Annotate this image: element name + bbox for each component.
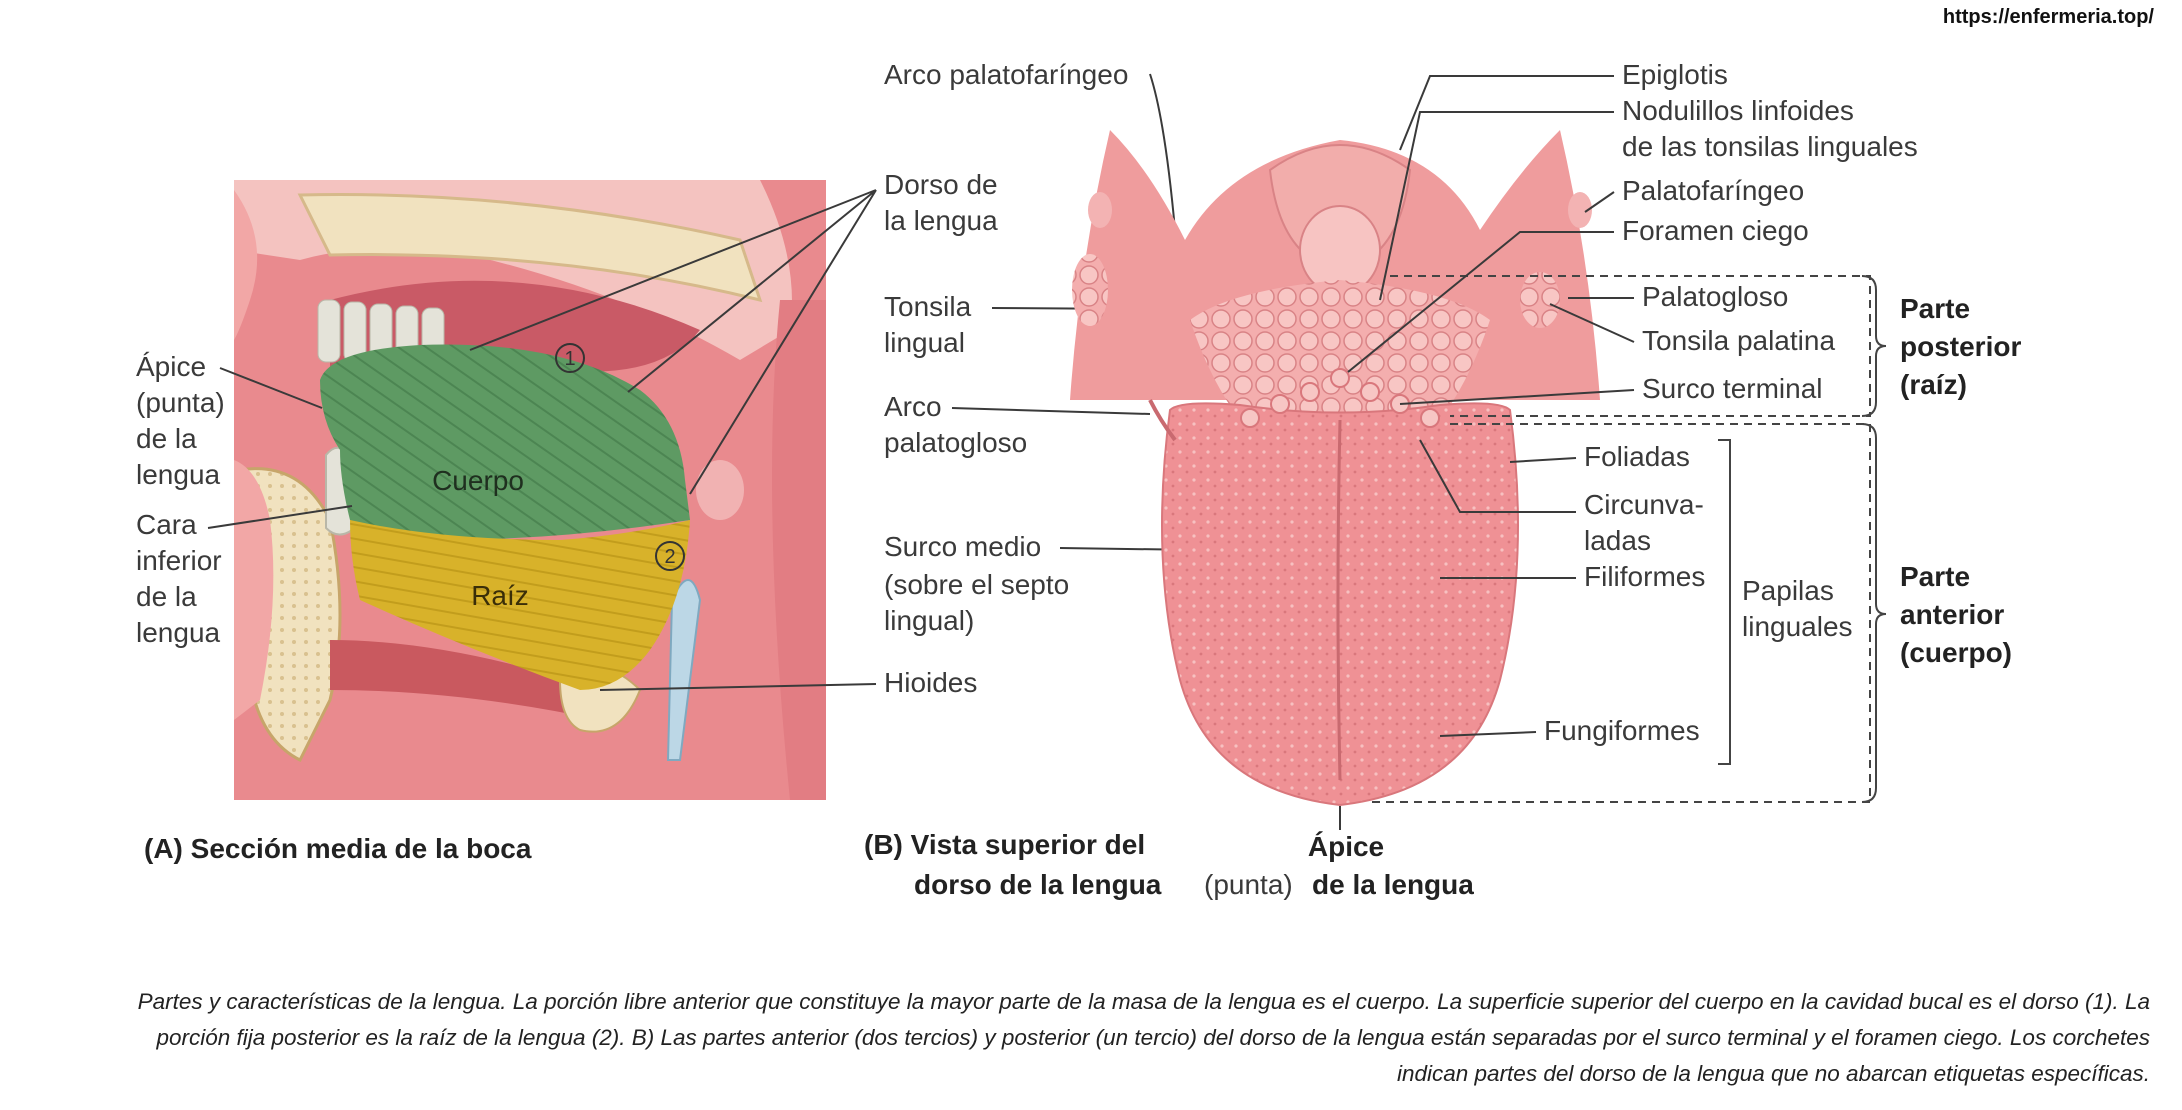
label-cuerpo: Cuerpo [432,465,524,496]
label-foliadas: Foliadas [1584,441,1690,472]
label-cara-1: Cara [136,509,197,540]
posterior-dashed-boundary [1390,275,1871,417]
leader-epiglotis [1399,75,1614,151]
marker-1-text: 1 [564,348,575,370]
label-dorso-2: la lengua [884,205,998,236]
median-sulcus [1336,419,1342,781]
label-palatofaringeo: Palatofaríngeo [1622,175,1804,206]
label-circunvaladas-1: Circunva- [1584,489,1704,520]
leader-foramen-ciego [1347,231,1614,373]
label-papilas-1: Papilas [1742,575,1834,606]
label-cara-4: lengua [136,617,221,648]
leader-palatofaringeo [1584,191,1615,213]
upper-lip [234,190,258,340]
label-surco-medio-1: Surco medio [884,531,1041,562]
label-tonsila-lingual-2: lingual [884,327,965,358]
label-apice-b: Ápice [1308,831,1384,862]
label-apice-3: de la [136,423,197,454]
label-foramen-ciego: Foramen ciego [1622,215,1809,246]
anterior-dashed-boundary [1370,423,1871,803]
tongue-root [350,520,690,690]
marker-2-text: 2 [664,546,675,568]
tongue-body [320,344,690,540]
palatine-tonsil-left [1072,254,1108,326]
label-arco-palatofaringeo: Arco palatofaríngeo [884,59,1128,90]
leader-arco-palatofaringeo [1149,73,1176,231]
lingual-tonsil [1190,280,1490,420]
figure-caption: Partes y características de la lengua. L… [137,989,2150,1086]
tongue-anatomy-figure: 1 2 Cuerpo Raíz Ápice (punta) de la leng… [136,59,2021,900]
label-posterior-2: posterior [1900,331,2021,362]
label-punta-b: (punta) [1204,869,1293,900]
label-apice-1: Ápice [136,351,206,382]
leader-dorso [469,189,877,495]
label-cara-3: de la [136,581,197,612]
label-surco-medio-3: lingual) [884,605,974,636]
panel-b-title-1: (B) Vista superior del [864,829,1145,860]
leader-surco-terminal [1399,389,1635,405]
geniohyoid-muscle [330,640,600,720]
anterior-brace [1861,423,1887,803]
leader-fungiformes [1439,731,1537,737]
label-anterior-1: Parte [1900,561,1970,592]
leader-cara [207,505,353,529]
leader-hioides [599,683,877,691]
leader-nodulillos [1379,111,1614,301]
label-posterior-1: Parte [1900,293,1970,324]
label-papilas-2: linguales [1742,611,1853,642]
label-filiformes: Filiformes [1584,561,1705,592]
label-de-la-lengua-b: de la lengua [1312,869,1474,900]
palatoglossal-arch [1148,399,1177,442]
panel-b-illustration [1070,130,1887,830]
marker-2 [655,541,685,571]
label-anterior-2: anterior [1900,599,2004,630]
palatine-tonsil-right [1520,272,1560,328]
source-url[interactable]: https://enfermeria.top/ [1942,6,2154,28]
palatopharyngeus-right [1568,192,1592,228]
panel-a-title: (A) Sección media de la boca [144,833,532,864]
leader-apice [219,367,323,409]
leader-foliadas [1509,457,1577,463]
label-nodulillos-2: de las tonsilas linguales [1622,131,1918,162]
label-nodulillos-1: Nodulillos linfoides [1622,95,1854,126]
panel-b-labels: Epiglotis Nodulillos linfoides de las to… [864,59,2021,900]
label-anterior-3: (cuerpo) [1900,637,2012,668]
label-surco-terminal: Surco terminal [1642,373,1823,404]
label-hioides: Hioides [884,667,977,698]
leader-circunvaladas [1419,439,1576,513]
panel-b-title-2: dorso de la lengua [914,869,1162,900]
marker-1 [555,343,585,373]
label-apice-4: lengua [136,459,221,490]
label-apice-2: (punta) [136,387,225,418]
pharynx-wall [772,300,826,800]
label-dorso-1: Dorso de [884,169,998,200]
tongue-dorsum [1161,402,1519,807]
label-surco-medio-2: (sobre el septo [884,569,1069,600]
palatine-tonsil-section [696,460,744,520]
label-circunvaladas-2: ladas [1584,525,1651,556]
label-tonsila-lingual-1: Tonsila [884,291,972,322]
label-arco-palatogloso-2: palatogloso [884,427,1027,458]
label-arco-palatogloso-1: Arco [884,391,942,422]
leader-arco-palatogloso [951,407,1151,415]
panel-a-illustration: 1 2 Cuerpo Raíz [234,180,826,800]
panel-a-labels: Ápice (punta) de la lengua Cara inferior… [136,351,532,864]
label-fungiformes: Fungiformes [1544,715,1700,746]
palate-bone [297,193,763,303]
label-epiglotis: Epiglotis [1622,59,1728,90]
papillae-bracket [1718,439,1731,765]
leader-tonsila-palatina [1549,303,1635,343]
lower-lip [234,460,274,720]
label-raiz: Raíz [471,580,529,611]
label-cara-2: inferior [136,545,222,576]
label-tonsila-palatina: Tonsila palatina [1642,325,1835,356]
posterior-brace [1861,275,1887,417]
label-posterior-3: (raíz) [1900,369,1967,400]
label-palatogloso: Palatogloso [1642,281,1788,312]
palatopharyngeus-left [1088,192,1112,228]
circumvallate-papillae [1240,368,1440,428]
